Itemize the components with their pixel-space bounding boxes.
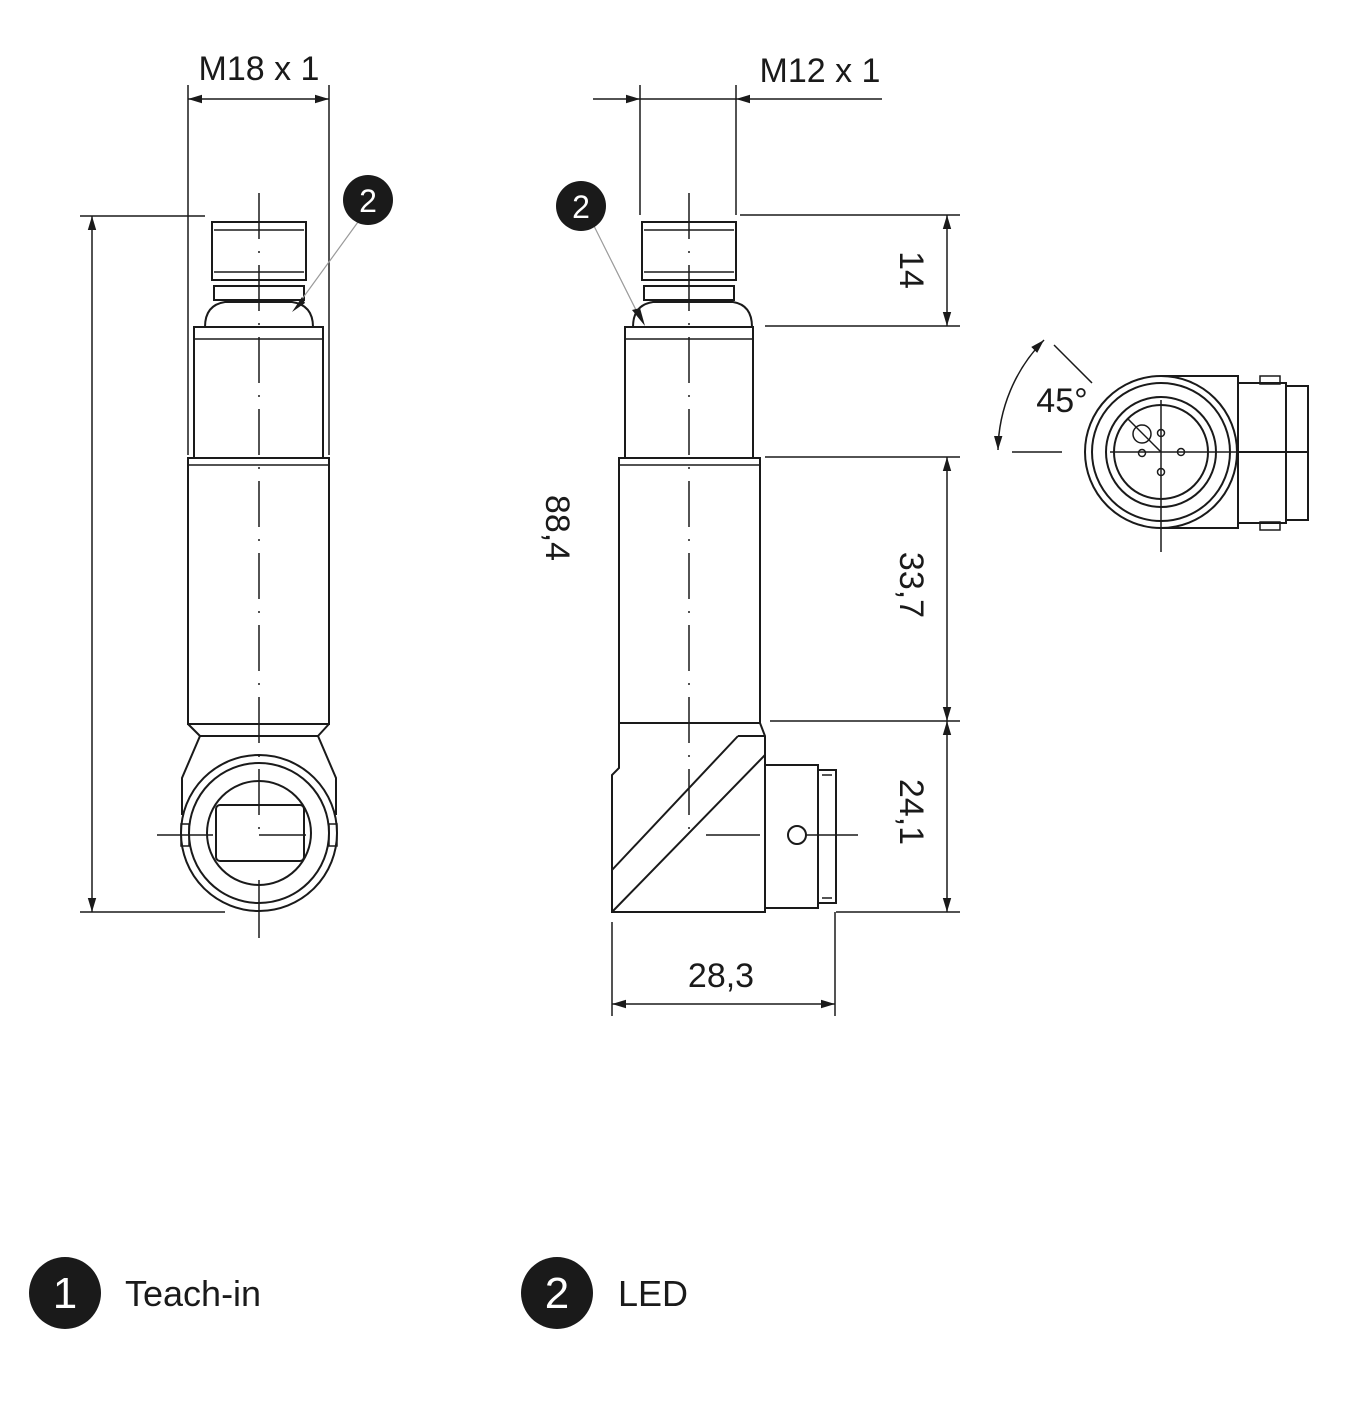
- side-view: M12 x 1 88,4 2: [538, 52, 960, 1016]
- teach-in-slot: [215, 804, 305, 862]
- legend-number-1: 1: [53, 1269, 77, 1318]
- legend-number-2: 2: [545, 1269, 569, 1318]
- head-bevel-2: [611, 754, 766, 913]
- legend-badge-2: [521, 1257, 593, 1329]
- pin-3: [1137, 448, 1147, 458]
- angled-head: [611, 722, 766, 913]
- side-connector: [764, 764, 819, 909]
- legend-badge-1: [29, 1257, 101, 1329]
- legend-label-led: LED: [618, 1273, 688, 1314]
- thread-label-right: M12 x 1: [760, 52, 881, 90]
- teach-in-button-side: [787, 825, 807, 845]
- angle-arc: [994, 339, 1045, 451]
- front-view: M18 x 1 2: [80, 50, 393, 938]
- thread-label-left: M18 x 1: [199, 50, 320, 88]
- led-callout-number-right: 2: [572, 189, 590, 225]
- led-callout-badge-right: [556, 181, 606, 231]
- legend: 1 Teach-in 2 LED: [29, 1257, 688, 1329]
- led-callout-badge-left: [343, 175, 393, 225]
- body-length-label: 33,7: [892, 552, 930, 618]
- overall-length-label: 88,4: [538, 495, 576, 561]
- head-length-label: 24,1: [892, 779, 930, 845]
- head-width-label: 28,3: [688, 957, 754, 995]
- head-bevel-1: [611, 735, 739, 871]
- led-ring-2: [631, 301, 754, 328]
- led-ring: [203, 301, 315, 328]
- angle-label: 45°: [1036, 382, 1087, 420]
- led-leader-right: [593, 225, 641, 319]
- legend-label-teach-in: Teach-in: [125, 1273, 261, 1314]
- led-leader-left: [296, 221, 359, 307]
- pin-1: [1132, 424, 1152, 444]
- connector-length-label: 14: [892, 251, 930, 289]
- led-callout-number-left: 2: [359, 183, 377, 219]
- connector-end-view: 45°: [994, 339, 1309, 552]
